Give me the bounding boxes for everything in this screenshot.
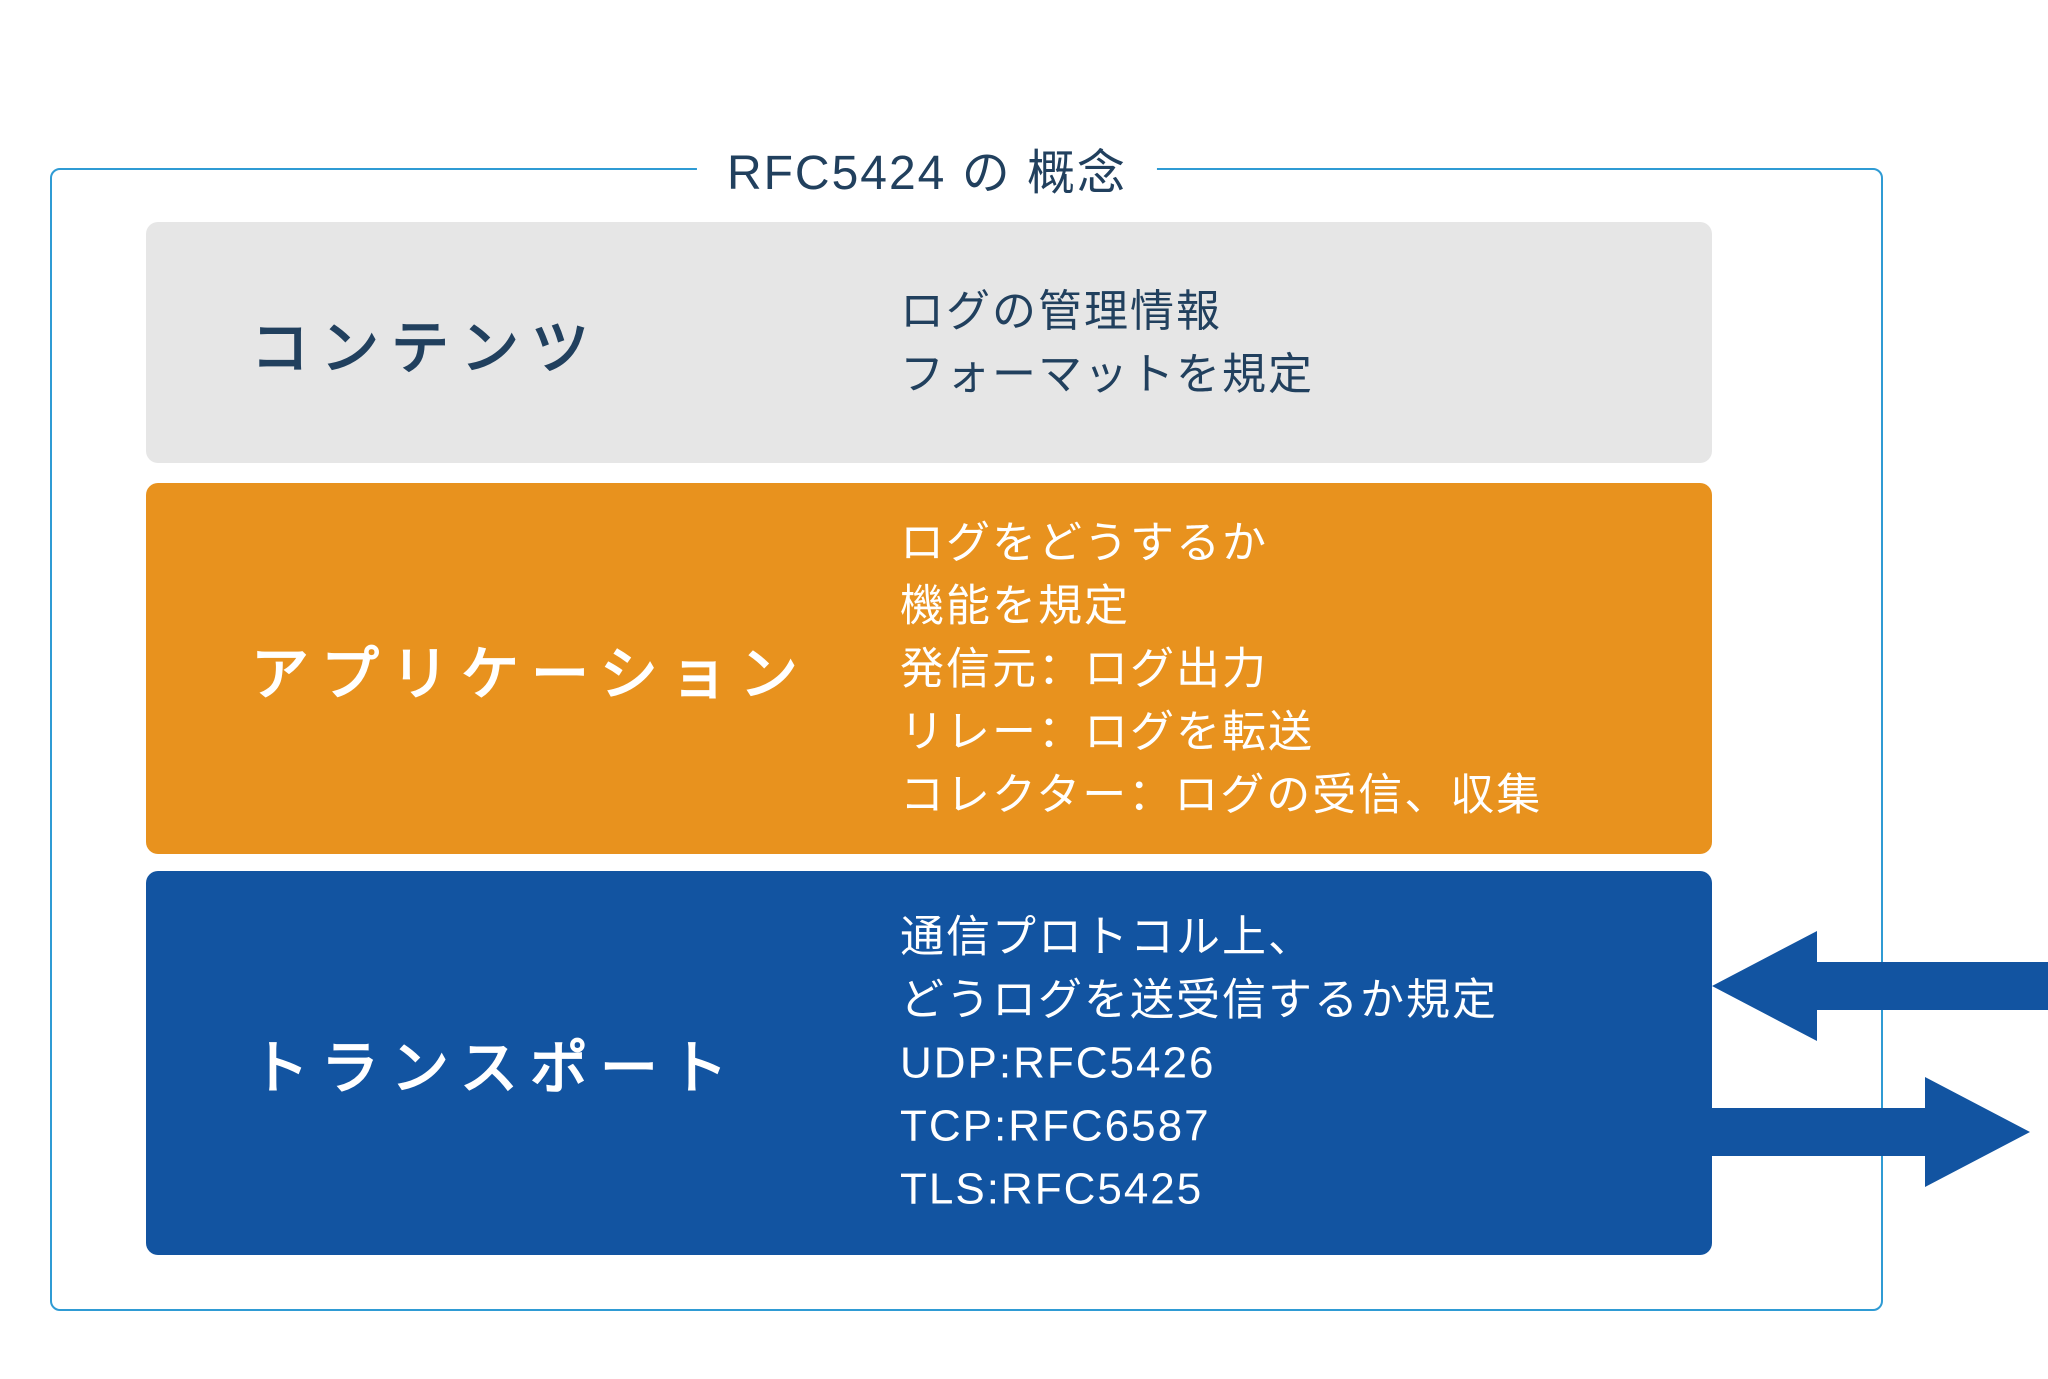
description-line: 機能を規定 <box>900 581 1130 630</box>
layer-content-label: コンテンツ <box>251 315 602 381</box>
outbound-arrow-shape <box>1712 1077 2030 1187</box>
layer-transport-label: トランスポート <box>251 1036 740 1101</box>
outbound-arrow-icon <box>1712 1077 2030 1187</box>
description-line: リレー：ログを転送 <box>900 707 1314 756</box>
layer-application: アプリケーション ログをどうするか 機能を規定 発信元：ログ出力 リレー：ログを… <box>146 483 1712 854</box>
description-line: フォーマットを規定 <box>900 349 1314 399</box>
layer-transport: トランスポート 通信プロトコル上、 どうログを送受信するか規定 UDP:RFC5… <box>146 871 1712 1255</box>
description-line: コレクター：ログの受信、収集 <box>900 770 1543 819</box>
layer-application-label: アプリケーション <box>251 641 810 707</box>
layer-content-description: ログの管理情報 フォーマットを規定 <box>900 280 1314 406</box>
inbound-arrow-icon <box>1712 931 2048 1041</box>
layer-application-description: ログをどうするか 機能を規定 発信元：ログ出力 リレー：ログを転送 コレクター：… <box>900 511 1542 826</box>
layer-transport-description: 通信プロトコル上、 どうログを送受信するか規定 UDP:RFC5426 TCP:… <box>900 906 1498 1221</box>
description-line: ログをどうするか <box>900 518 1268 567</box>
page-title: RFC5424 の 概念 <box>696 133 1158 203</box>
description-line: UDP:RFC5426 <box>900 1038 1216 1088</box>
description-line: どうログを送受信するか規定 <box>900 975 1498 1025</box>
description-line: 通信プロトコル上、 <box>900 912 1314 962</box>
description-line: 発信元：ログ出力 <box>900 644 1268 693</box>
description-line: ログの管理情報 <box>900 286 1222 336</box>
inbound-arrow-shape <box>1712 931 2048 1041</box>
layer-content: コンテンツ ログの管理情報 フォーマットを規定 <box>146 222 1712 463</box>
description-line: TLS:RFC5425 <box>900 1164 1204 1214</box>
description-line: TCP:RFC6587 <box>900 1101 1211 1151</box>
